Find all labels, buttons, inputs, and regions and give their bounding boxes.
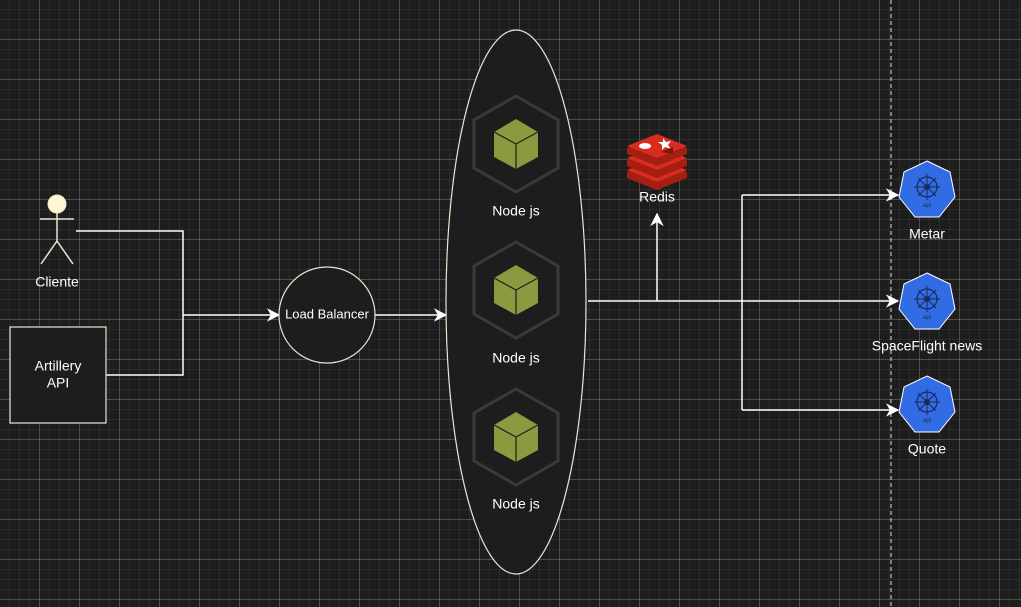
connectors (76, 188, 900, 417)
nodejs-hexagon-icon (472, 240, 560, 340)
api-spaceflight-news[interactable]: api SpaceFlight news (872, 272, 983, 354)
artillery-label-line2: API (47, 375, 70, 391)
redis-icon (627, 134, 687, 190)
load-balancer[interactable]: Load Balancer (278, 266, 376, 364)
artillery-connector (106, 315, 184, 376)
client-label: Cliente (35, 274, 79, 290)
artillery-box-shape (9, 326, 107, 424)
api-label: SpaceFlight news (872, 338, 983, 354)
api-icon-text: api (923, 203, 931, 209)
kubernetes-api-icon: api (898, 160, 956, 218)
api-label: Metar (909, 226, 945, 242)
api-metar[interactable]: api Metar (898, 160, 956, 242)
api-label: Quote (908, 441, 946, 457)
node-instance-1[interactable]: Node js (472, 94, 560, 219)
actor-left-leg (40, 240, 58, 265)
actor-head (47, 194, 67, 214)
client-connector (76, 230, 184, 315)
redis-label: Redis (639, 189, 675, 205)
actor-right-leg (56, 240, 74, 265)
nodejs-hexagon-icon (472, 94, 560, 194)
node-instance-label: Node js (492, 203, 539, 219)
load-balancer-circle (278, 266, 376, 364)
node-cluster[interactable]: Node js Node js Node js (445, 29, 587, 575)
artillery-label-line1: Artillery (35, 358, 82, 374)
node-instance-label: Node js (492, 350, 539, 366)
node-instance-3[interactable]: Node js (472, 387, 560, 512)
kubernetes-api-icon: api (898, 375, 956, 433)
api-quote[interactable]: api Quote (898, 375, 956, 457)
node-instance-2[interactable]: Node js (472, 240, 560, 366)
client-actor[interactable]: Cliente (35, 194, 79, 290)
nodejs-hexagon-icon (472, 387, 560, 487)
load-balancer-label: Load Balancer (285, 306, 370, 321)
api-icon-text: api (923, 315, 931, 321)
kubernetes-api-icon: api (898, 272, 956, 330)
node-instance-label: Node js (492, 496, 539, 512)
redis-node[interactable]: Redis (627, 134, 687, 205)
api-icon-text: api (923, 418, 931, 424)
artillery-api-box[interactable]: Artillery API (9, 326, 107, 424)
